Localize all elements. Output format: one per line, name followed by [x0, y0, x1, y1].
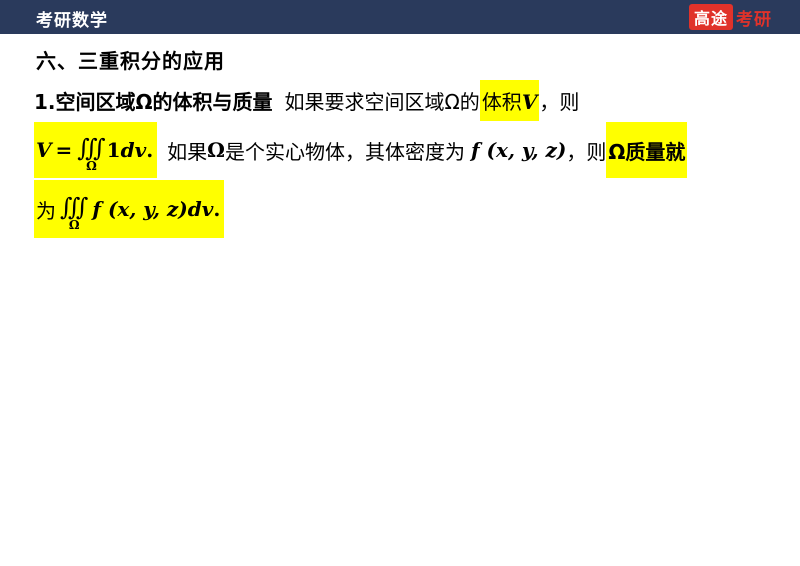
mass-highlight: Ω质量就: [606, 122, 688, 178]
volume-label: 体积: [481, 89, 522, 114]
line1-tail: ，则: [539, 89, 580, 114]
line3-prefix: 为: [36, 198, 56, 223]
integrand: 1: [106, 138, 121, 162]
line2-text-3: ，则: [566, 139, 607, 164]
line2-text-2: 是个实心物体，其体密度为: [224, 139, 465, 164]
top-banner: 考研数学 高途 考研: [0, 0, 800, 34]
brand-logo: 高途 考研: [688, 4, 772, 30]
volume-highlight: 体积V: [479, 79, 540, 121]
formula-dot: .: [146, 138, 154, 162]
triple-integral-sign: ∭: [77, 134, 105, 162]
triple-integral: ∭ Ω: [77, 136, 105, 172]
density-function: f (x, y, z): [470, 138, 567, 162]
line2-text-1: 如果: [167, 139, 208, 164]
omega-symbol: Ω: [207, 138, 225, 162]
line1-text: 如果要求空间区域Ω的: [284, 89, 480, 114]
paragraph-line-3: 为 ∭ Ω f (x, y, z)dv.: [34, 180, 225, 238]
subsection-heading: 1.空间区域Ω的体积与质量: [34, 89, 273, 114]
mass-integrand: f (x, y, z)dv: [92, 197, 214, 221]
mass-integral-domain: Ω: [68, 218, 80, 232]
formula-equals: =: [55, 138, 73, 162]
section-title: 六、三重积分的应用: [36, 49, 225, 73]
volume-variable: V: [521, 89, 538, 114]
brand-logo-box: 高途: [688, 4, 733, 30]
course-title: 考研数学: [36, 11, 108, 31]
mass-triple-integral: ∭ Ω: [60, 195, 88, 231]
mass-formula-dot: .: [213, 197, 221, 221]
differential: dv: [120, 138, 147, 162]
integral-domain: Ω: [86, 159, 97, 173]
mass-integral-sign: ∭: [60, 193, 88, 221]
paragraph-line-1: 1.空间区域Ω的体积与质量 如果要求空间区域Ω的 体积V ，则: [34, 79, 580, 121]
brand-logo-text: 考研: [736, 9, 772, 30]
formula-lhs: V: [36, 138, 52, 162]
